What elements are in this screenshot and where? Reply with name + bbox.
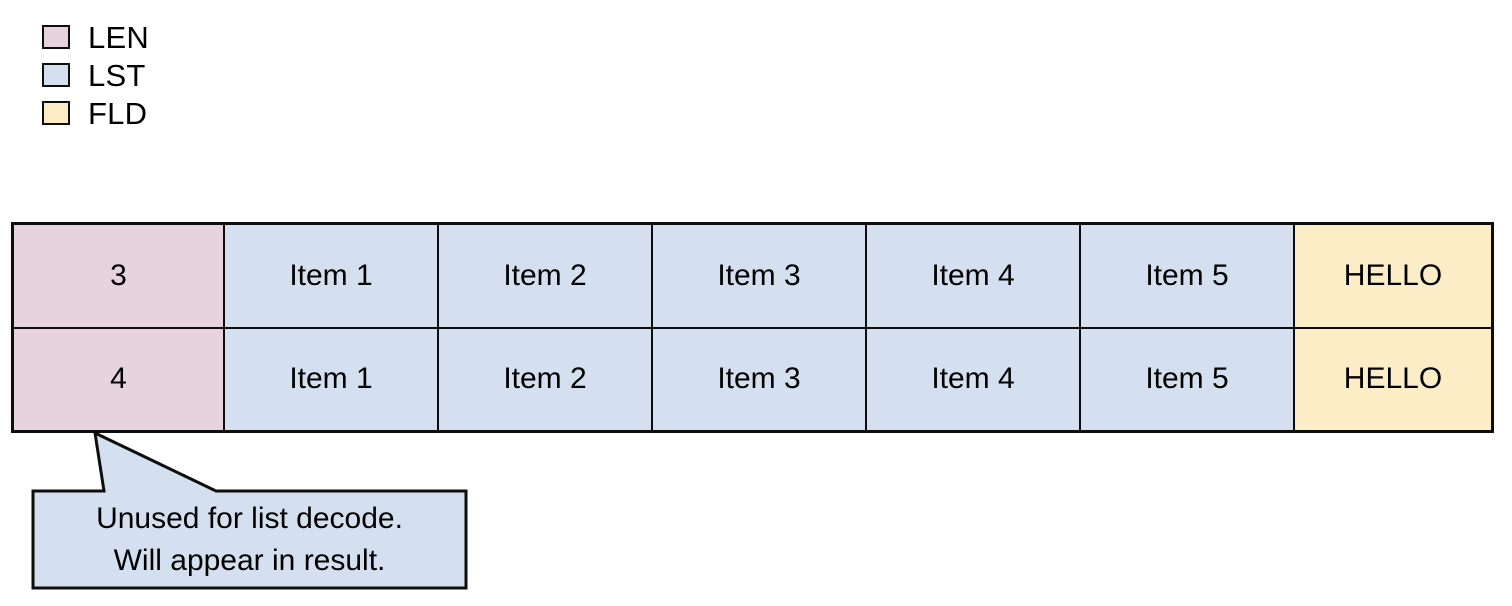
cell-list-item-5: Item 5: [1081, 225, 1295, 327]
cell-field: HELLO: [1295, 225, 1491, 327]
callout-line-1: Unused for list decode.: [96, 501, 403, 535]
legend-label-lst: LST: [88, 57, 146, 93]
legend-swatch-icon-fld: [42, 101, 70, 125]
table-row: 4 Item 1 Item 2 Item 3 Item 4 Item 5 HEL…: [14, 328, 1491, 430]
cell-len: 4: [14, 328, 225, 430]
legend-label-fld: FLD: [88, 95, 148, 131]
legend: LEN LST FLD: [42, 18, 149, 132]
legend-swatch-icon-lst: [42, 63, 70, 87]
legend-item-fld: FLD: [42, 94, 149, 132]
callout-line-2: Will appear in result.: [113, 543, 386, 577]
cell-list-item-2: Item 2: [439, 225, 653, 327]
cell-list-item-3: Item 3: [653, 328, 867, 430]
cell-list-item-4: Item 4: [867, 225, 1081, 327]
cell-field: HELLO: [1295, 328, 1491, 430]
cell-list-item-3: Item 3: [653, 225, 867, 327]
cell-list-item-1: Item 1: [225, 328, 439, 430]
cell-list-item-2: Item 2: [439, 328, 653, 430]
cell-list-item-4: Item 4: [867, 328, 1081, 430]
callout-text: Unused for list decode. Will appear in r…: [33, 491, 466, 588]
cell-len: 3: [14, 225, 225, 327]
cell-list-item-1: Item 1: [225, 225, 439, 327]
legend-item-len: LEN: [42, 18, 149, 56]
legend-item-lst: LST: [42, 56, 149, 94]
cell-list-item-5: Item 5: [1081, 328, 1295, 430]
legend-label-len: LEN: [88, 19, 149, 55]
table-row: 3 Item 1 Item 2 Item 3 Item 4 Item 5 HEL…: [14, 225, 1491, 329]
legend-swatch-icon-len: [42, 25, 70, 49]
record-table: 3 Item 1 Item 2 Item 3 Item 4 Item 5 HEL…: [11, 222, 1494, 433]
